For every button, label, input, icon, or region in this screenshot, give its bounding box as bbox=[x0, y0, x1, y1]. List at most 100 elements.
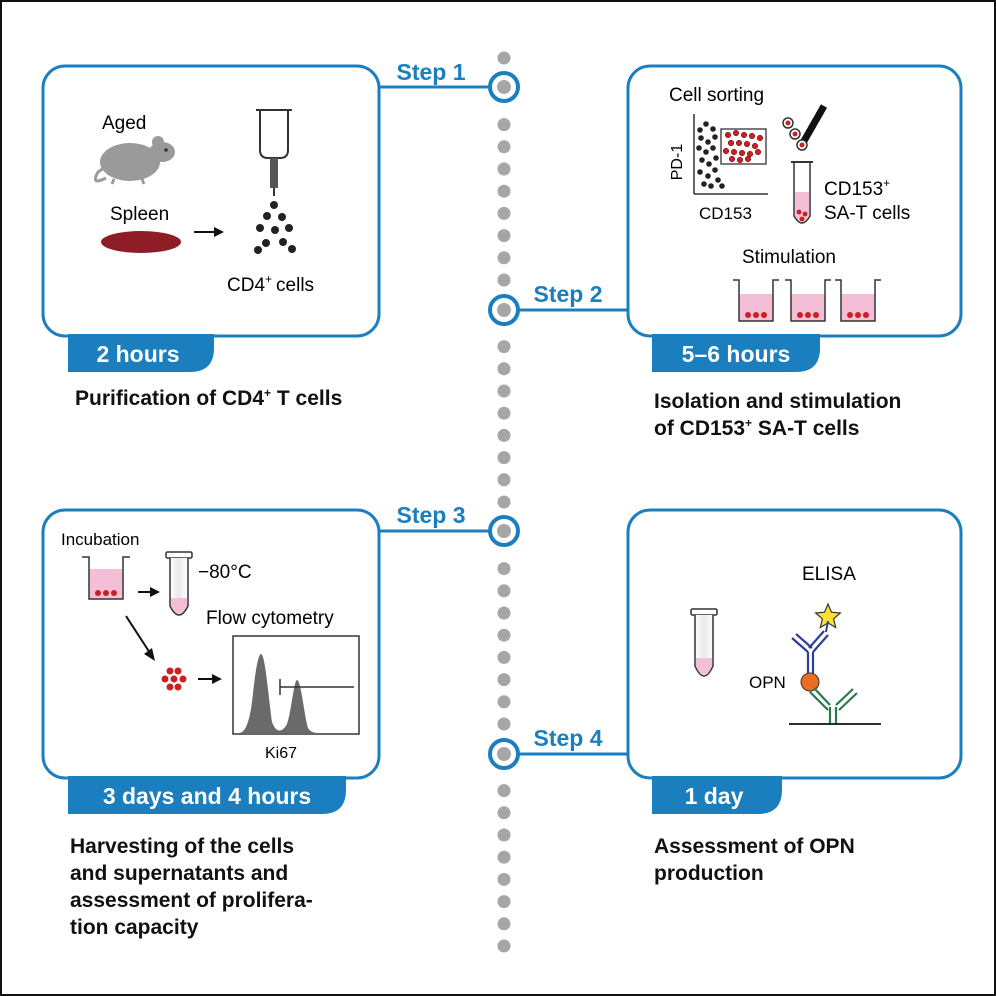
timeline-dot bbox=[497, 162, 511, 176]
timeline-dot bbox=[497, 584, 511, 598]
plot-point bbox=[712, 134, 718, 140]
well-cell bbox=[745, 312, 751, 318]
sample-tube-icon bbox=[690, 608, 718, 677]
detection-antibody-icon bbox=[791, 630, 829, 674]
incubation-well-icon bbox=[82, 556, 130, 600]
well-outline bbox=[733, 279, 779, 322]
sorted-point bbox=[756, 134, 764, 142]
sorted-point bbox=[724, 131, 732, 139]
ki67-axis-label: Ki67 bbox=[265, 745, 297, 762]
timeline-dot bbox=[497, 451, 511, 465]
timeline-dot bbox=[497, 606, 511, 620]
timeline-dot bbox=[497, 51, 511, 65]
plot-point bbox=[713, 155, 719, 161]
timeline-dot bbox=[497, 140, 511, 154]
timeline-dot bbox=[497, 428, 511, 442]
plot-point bbox=[698, 135, 704, 141]
timeline-dot bbox=[497, 717, 511, 731]
sorted-droplets-icon bbox=[782, 117, 808, 151]
step-1-duration: 2 hours bbox=[96, 341, 179, 367]
timeline-dots bbox=[497, 51, 511, 953]
well-outline bbox=[785, 279, 831, 322]
collection-tube-icon bbox=[791, 161, 813, 224]
step-1: Step 1 2 hours Aged Spleen bbox=[41, 59, 520, 372]
step-3-caption-line-4: tion capacity bbox=[70, 916, 199, 939]
plot-point bbox=[715, 177, 721, 183]
timeline-dot bbox=[497, 695, 511, 709]
plot-point bbox=[719, 183, 725, 189]
timeline-dot bbox=[497, 806, 511, 820]
spleen-icon bbox=[101, 231, 181, 253]
step-4-caption-line-1: Assessment of OPN bbox=[654, 835, 855, 858]
cd153-axis-label: CD153 bbox=[699, 204, 752, 223]
step-4-duration-badge bbox=[652, 776, 782, 814]
plot-point bbox=[705, 173, 711, 179]
timeline-dot bbox=[497, 495, 511, 509]
capture-antibody-icon bbox=[809, 687, 858, 724]
sorted-point bbox=[735, 139, 743, 147]
plot-point bbox=[699, 157, 705, 163]
timeline-dot bbox=[497, 872, 511, 886]
step-3-caption-line-3: assessment of prolifera- bbox=[70, 889, 313, 912]
aged-label: Aged bbox=[102, 113, 146, 134]
sorted-point bbox=[732, 129, 740, 137]
timeline-dot bbox=[497, 917, 511, 931]
step-4: Step 4 1 day ELISA OPN bbox=[488, 508, 963, 814]
sorted-point bbox=[738, 149, 746, 157]
plot-point bbox=[710, 145, 716, 151]
timeline-dot bbox=[497, 206, 511, 220]
syringe-icon bbox=[256, 109, 292, 196]
timeline-dot bbox=[497, 939, 511, 953]
mouse-icon bbox=[93, 136, 175, 185]
well-cell bbox=[863, 312, 869, 318]
arrow-to-tube-icon bbox=[138, 587, 160, 597]
sorted-point bbox=[730, 148, 738, 156]
step-1-caption-line: Purification of CD4+ T cells bbox=[75, 386, 343, 410]
well-cell bbox=[855, 312, 861, 318]
timeline-dot bbox=[497, 406, 511, 420]
step-4-caption: Assessment of OPN production bbox=[654, 833, 855, 887]
plot-point bbox=[708, 183, 714, 189]
step-3-label: Step 3 bbox=[396, 502, 465, 528]
timeline-dot bbox=[497, 473, 511, 487]
opn-antigen-icon bbox=[800, 672, 820, 692]
timeline-dot bbox=[497, 784, 511, 798]
flow-cytometry-label: Flow cytometry bbox=[206, 608, 334, 629]
timeline-dot bbox=[497, 118, 511, 132]
plot-point bbox=[706, 161, 712, 167]
stimulation-label: Stimulation bbox=[742, 247, 836, 268]
frozen-tube-icon bbox=[165, 551, 193, 616]
step-3-duration: 3 days and 4 hours bbox=[103, 783, 311, 809]
step-2-caption: Isolation and stimulation of CD153+ SA-T… bbox=[654, 388, 901, 442]
step-1-caption: Purification of CD4+ T cells bbox=[75, 385, 342, 412]
sorted-point bbox=[728, 155, 736, 163]
well-cell bbox=[761, 312, 767, 318]
plot-point bbox=[701, 181, 707, 187]
arrow-icon bbox=[194, 227, 224, 237]
step-3-caption-line-1: Harvesting of the cells bbox=[70, 835, 295, 858]
sorted-point bbox=[740, 131, 748, 139]
sorting-plot bbox=[693, 114, 768, 195]
timeline-dot bbox=[497, 362, 511, 376]
timeline-dot bbox=[497, 650, 511, 664]
arrow-to-cells-icon bbox=[125, 615, 155, 661]
timeline-dot bbox=[497, 562, 511, 576]
timeline-dot bbox=[497, 340, 511, 354]
sorted-point bbox=[754, 148, 762, 156]
timeline-dot bbox=[497, 895, 511, 909]
step-2-label: Step 2 bbox=[533, 281, 602, 307]
temperature-label: −80°C bbox=[198, 562, 252, 583]
plot-point bbox=[703, 121, 709, 127]
timeline-dot bbox=[497, 184, 511, 198]
timeline-dot bbox=[497, 229, 511, 243]
step-2-duration-badge bbox=[652, 334, 820, 372]
timeline-dot bbox=[497, 384, 511, 398]
timeline-dot bbox=[497, 251, 511, 265]
step-3-node-dot bbox=[497, 524, 511, 538]
plot-point bbox=[697, 169, 703, 175]
step-3: Step 3 3 days and 4 hours Incubation −80… bbox=[41, 502, 520, 814]
timeline-dot bbox=[497, 273, 511, 287]
sorted-point bbox=[722, 147, 730, 155]
step-4-panel bbox=[626, 508, 963, 780]
